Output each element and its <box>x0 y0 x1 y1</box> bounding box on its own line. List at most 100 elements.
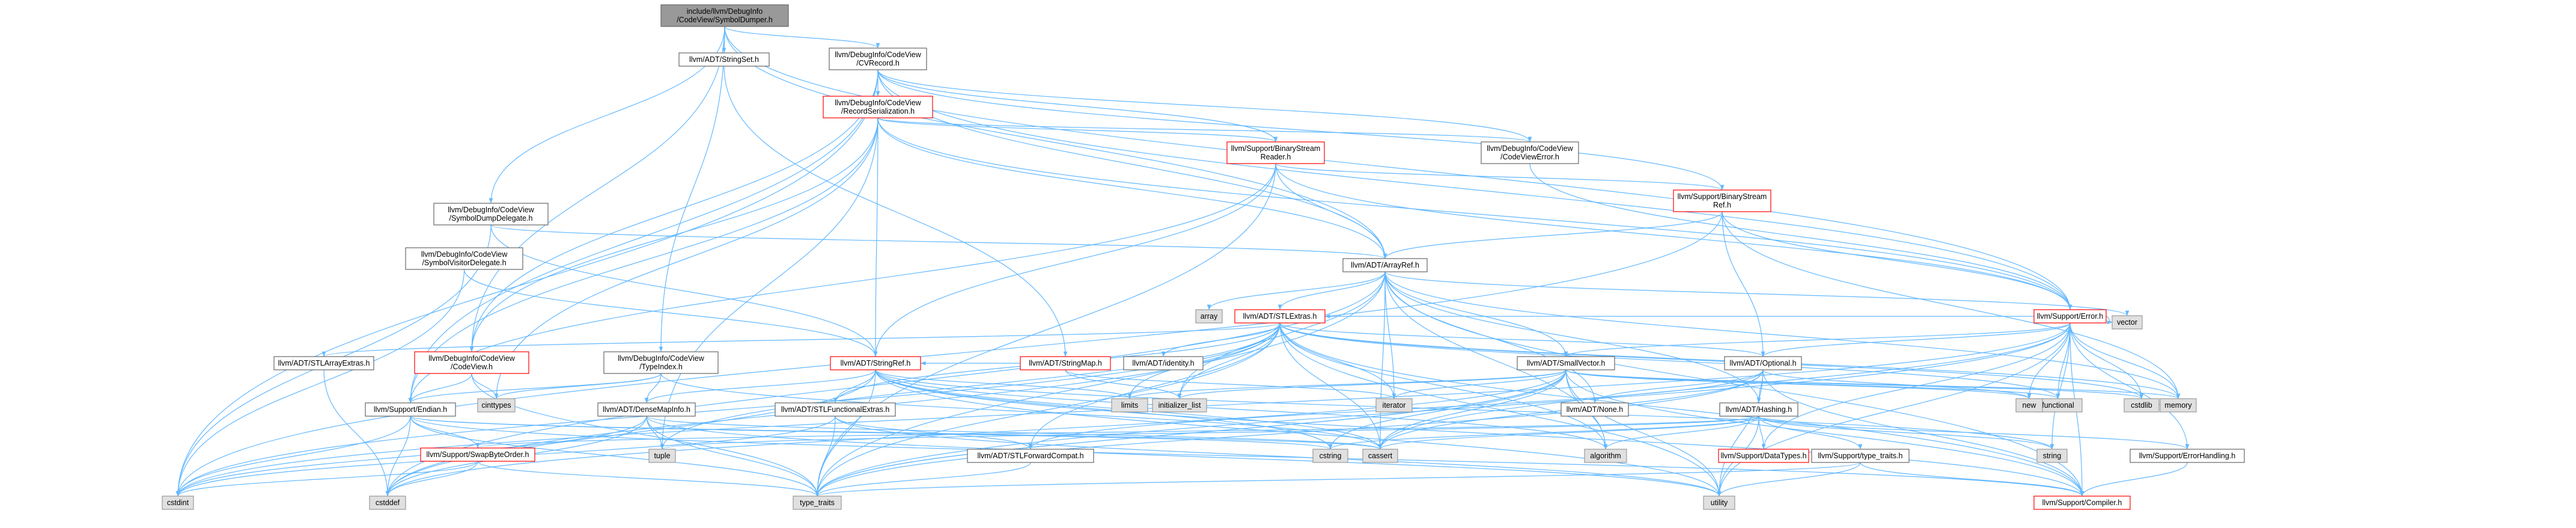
node-label-arrayref-0: llvm/ADT/ArrayRef.h <box>1351 261 1419 269</box>
edge-endian-to-swapbyte <box>410 416 480 449</box>
node-arrayref[interactable]: llvm/ADT/ArrayRef.h <box>1342 258 1428 272</box>
node-symvisdel[interactable]: llvm/DebugInfo/CodeView/SymbolVisitorDel… <box>405 247 523 270</box>
node-codeview[interactable]: llvm/DebugInfo/CodeView/CodeView.h <box>414 351 529 374</box>
node-box-stlfuncext <box>775 402 896 417</box>
node-cstddef: cstddef <box>369 496 406 510</box>
edge-stringref-to-stlfuncext <box>833 369 876 404</box>
node-datatypes[interactable]: llvm/Support/DataTypes.h <box>1718 449 1809 463</box>
edge-smallvector-to-new <box>1565 369 2032 399</box>
node-label-cverror-1: /CodeViewError.h <box>1500 153 1559 161</box>
edge-codeview-to-type_traits <box>471 373 820 497</box>
edge-optional-to-utility <box>1717 369 1764 497</box>
edge-recser-to-cverror <box>877 117 1532 143</box>
node-errhandling[interactable]: llvm/Support/ErrorHandling.h <box>2130 449 2245 463</box>
node-label-typetraitsh-0: llvm/Support/type_traits.h <box>1818 452 1902 460</box>
edge-symvisdel-to-cstdint <box>175 269 465 497</box>
node-typetraitsh[interactable]: llvm/Support/type_traits.h <box>1811 449 1910 463</box>
node-box-identity <box>1123 356 1204 370</box>
node-stlarrayext[interactable]: llvm/ADT/STLArrayExtras.h <box>273 356 374 370</box>
node-box-array <box>1195 309 1223 324</box>
edge-cverror-to-error <box>1529 163 2072 310</box>
node-stlextras[interactable]: llvm/ADT/STLExtras.h <box>1234 309 1326 324</box>
edge-recser-to-error <box>877 117 2072 310</box>
edge-endian-to-type_traits <box>410 416 820 497</box>
node-box-stlfwdcompat <box>967 449 1094 463</box>
edge-optional-to-new <box>1762 369 2032 399</box>
edge-hashing-to-string <box>1758 416 2054 450</box>
edge-arrayref-to-array <box>1207 271 1386 310</box>
node-error[interactable]: llvm/Support/Error.h <box>2033 309 2107 324</box>
edge-cvrecord-to-cstdint <box>175 69 878 497</box>
node-label-swapbyte-0: llvm/Support/SwapByteOrder.h <box>427 450 529 459</box>
node-symdumpdel[interactable]: llvm/DebugInfo/CodeView/SymbolDumpDelega… <box>433 203 549 226</box>
node-box-algorithm <box>1584 449 1627 463</box>
node-typeindex[interactable]: llvm/DebugInfo/CodeView/TypeIndex.h <box>603 351 719 374</box>
node-identity[interactable]: llvm/ADT/identity.h <box>1123 356 1204 370</box>
edge-root-to-cvrecord <box>724 26 880 49</box>
edge-stlfwdcompat-to-type_traits <box>815 462 1031 497</box>
node-label-datatypes-0: llvm/Support/DataTypes.h <box>1720 452 1806 460</box>
edge-arrayref-to-initlist <box>1177 271 1386 399</box>
node-stringref[interactable]: llvm/ADT/StringRef.h <box>830 356 921 370</box>
edge-cvrecord-to-bsref <box>877 69 1725 191</box>
edge-arrayref-to-hashing <box>1384 271 1761 404</box>
node-label-new-0: new <box>2023 401 2037 410</box>
node-label-typeindex-1: /TypeIndex.h <box>639 363 683 371</box>
edge-recser-to-codeview <box>469 117 878 352</box>
node-label-functional-0: functional <box>2042 401 2074 410</box>
node-compiler[interactable]: llvm/Support/Compiler.h <box>2033 496 2131 510</box>
node-optional[interactable]: llvm/ADT/Optional.h <box>1724 356 1802 370</box>
node-box-swapbyte <box>420 447 535 462</box>
node-stlfuncext[interactable]: llvm/ADT/STLFunctionalExtras.h <box>775 402 896 417</box>
node-label-cvrecord-1: /CVRecord.h <box>856 59 900 67</box>
node-cverror[interactable]: llvm/DebugInfo/CodeView/CodeViewError.h <box>1481 141 1579 164</box>
edge-bsreader-to-bsref <box>1275 163 1725 191</box>
node-root[interactable]: include/llvm/DebugInfo/CodeView/SymbolDu… <box>660 4 789 27</box>
edge-typeindex-to-cassert <box>660 373 1383 450</box>
node-label-iterator-0: iterator <box>1383 401 1406 410</box>
edge-stringref-to-utility <box>875 369 1722 497</box>
edge-typeindex-to-cinttypes <box>494 373 662 399</box>
edge-arrayref-to-cstddef <box>385 271 1386 497</box>
nodes-layer: include/llvm/DebugInfo/CodeView/SymbolDu… <box>162 4 2245 510</box>
edge-densemapinfo-to-cassert <box>646 416 1382 450</box>
node-box-hashing <box>1719 402 1798 417</box>
edge-error-to-cassert <box>1378 322 2071 450</box>
edge-bsreader-to-stringref <box>873 163 1276 357</box>
node-label-stlfuncext-0: llvm/ADT/STLFunctionalExtras.h <box>781 405 890 414</box>
node-stlfwdcompat[interactable]: llvm/ADT/STLForwardCompat.h <box>967 449 1094 463</box>
node-stringmap[interactable]: llvm/ADT/StringMap.h <box>1020 356 1111 370</box>
node-box-codeview <box>414 351 529 374</box>
node-none[interactable]: llvm/ADT/None.h <box>1561 402 1629 417</box>
edge-swapbyte-to-cstdint <box>175 461 478 497</box>
node-label-bsreader-0: llvm/Support/BinaryStream <box>1231 144 1321 153</box>
node-label-recser-0: llvm/DebugInfo/CodeView <box>835 99 922 107</box>
node-label-symvisdel-0: llvm/DebugInfo/CodeView <box>421 250 508 259</box>
node-endian[interactable]: llvm/Support/Endian.h <box>365 402 456 417</box>
node-label-tuple-0: tuple <box>654 452 670 460</box>
node-label-stlfwdcompat-0: llvm/ADT/STLForwardCompat.h <box>977 452 1083 460</box>
node-label-stlarrayext-0: llvm/ADT/STLArrayExtras.h <box>278 359 370 367</box>
edge-stlextras-to-stlfwdcompat <box>1028 322 1280 450</box>
node-functional: functional <box>2033 398 2083 413</box>
node-label-string-0: string <box>2043 452 2062 460</box>
node-label-densemapinfo-0: llvm/ADT/DenseMapInfo.h <box>603 405 690 414</box>
edge-error-to-string <box>2050 322 2071 450</box>
edge-recser-to-cinttypes <box>494 117 878 399</box>
edge-arrayref-to-memory <box>1384 271 2181 399</box>
node-cvrecord[interactable]: llvm/DebugInfo/CodeView/CVRecord.h <box>829 48 927 70</box>
node-recser[interactable]: llvm/DebugInfo/CodeView/RecordSerializat… <box>823 96 933 118</box>
edge-stlextras-to-tuple <box>660 322 1280 450</box>
node-stringset[interactable]: llvm/ADT/StringSet.h <box>678 52 770 67</box>
node-hashing[interactable]: llvm/ADT/Hashing.h <box>1719 402 1798 417</box>
node-label-cstddef-0: cstddef <box>376 499 400 507</box>
node-densemapinfo[interactable]: llvm/ADT/DenseMapInfo.h <box>597 402 696 417</box>
node-smallvector[interactable]: llvm/ADT/SmallVector.h <box>1517 356 1615 370</box>
node-swapbyte[interactable]: llvm/Support/SwapByteOrder.h <box>420 447 535 462</box>
edge-stlextras-to-utility <box>1279 322 1722 497</box>
node-label-memory-0: memory <box>2164 401 2192 410</box>
node-cstdlib: cstdlib <box>2124 398 2160 413</box>
